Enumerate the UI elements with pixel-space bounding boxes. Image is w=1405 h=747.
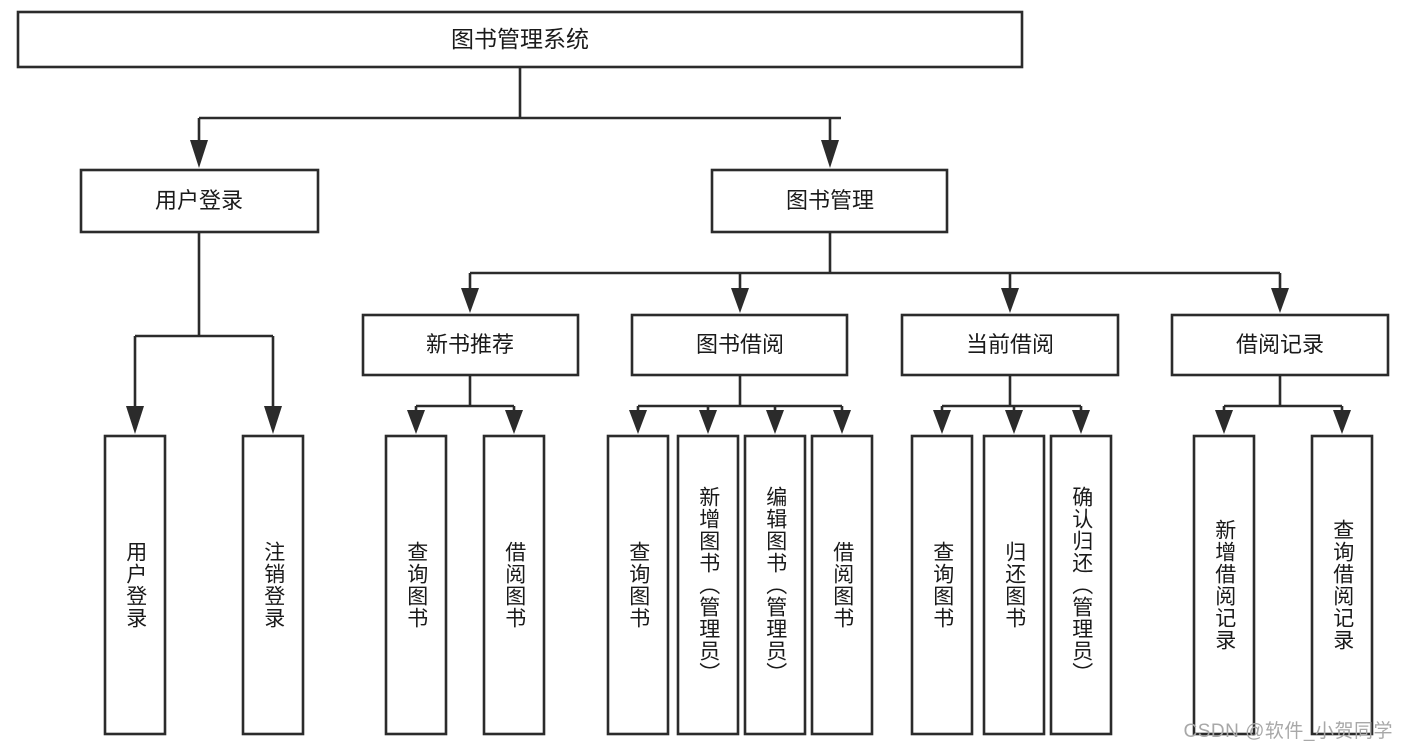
arrowhead-leaf-borrow-book-1 bbox=[505, 410, 523, 434]
node-book-manage-box[interactable] bbox=[710, 168, 949, 234]
connector-group-borrow-record bbox=[1215, 375, 1351, 434]
arrowhead-leaf-confirm-return bbox=[1072, 410, 1090, 434]
node-current-borrow-label: 当前借阅 bbox=[966, 332, 1054, 357]
node-user-login-box[interactable] bbox=[79, 168, 320, 234]
node-root-label: 图书管理系统 bbox=[451, 26, 589, 52]
node-root-box[interactable] bbox=[16, 10, 1024, 69]
connector-group-user-login bbox=[126, 232, 282, 434]
node-leaf-borrow-book-2-box[interactable] bbox=[810, 434, 874, 736]
arrowhead-leaf-add-record bbox=[1215, 410, 1233, 434]
connector-group-book-borrow bbox=[629, 375, 851, 434]
node-root[interactable]: 图书管理系统 bbox=[16, 10, 1024, 69]
connector-group-current-borrow bbox=[933, 375, 1090, 434]
arrowhead-new-book-recommend bbox=[461, 288, 479, 313]
node-leaf-add-record-box[interactable] bbox=[1192, 434, 1256, 736]
node-leaf-query-record-box[interactable] bbox=[1310, 434, 1374, 736]
node-new-book-recommend-label: 新书推荐 bbox=[426, 332, 514, 357]
arrowhead-current-borrow bbox=[1001, 288, 1019, 313]
node-leaf-query-book-3-box[interactable] bbox=[910, 434, 974, 736]
node-book-borrow-label: 图书借阅 bbox=[696, 332, 784, 357]
arrowhead-leaf-query-record bbox=[1333, 410, 1351, 434]
node-new-book-recommend[interactable]: 新书推荐 bbox=[361, 313, 580, 377]
connector-group-root bbox=[190, 67, 841, 168]
arrowhead-user-login bbox=[190, 140, 208, 168]
node-leaf-query-book-1-box[interactable] bbox=[384, 434, 448, 736]
arrowhead-borrow-record bbox=[1271, 288, 1289, 313]
arrowhead-leaf-user-login bbox=[126, 406, 144, 434]
node-new-book-recommend-box[interactable] bbox=[361, 313, 580, 377]
node-current-borrow[interactable]: 当前借阅 bbox=[900, 313, 1120, 377]
node-user-login[interactable]: 用户登录 bbox=[79, 168, 320, 234]
arrowhead-leaf-return-book bbox=[1005, 410, 1023, 434]
node-leaf-user-login-box[interactable] bbox=[103, 434, 167, 736]
node-book-borrow-box[interactable] bbox=[630, 313, 849, 377]
node-book-manage[interactable]: 图书管理 bbox=[710, 168, 949, 234]
node-leaf-return-book-box[interactable] bbox=[982, 434, 1046, 736]
arrowhead-leaf-query-book-3 bbox=[933, 410, 951, 434]
connector-group-new-book-recommend bbox=[407, 375, 523, 434]
arrowhead-book-borrow bbox=[731, 288, 749, 313]
node-borrow-record-label: 借阅记录 bbox=[1236, 332, 1324, 357]
arrowhead-book-manage bbox=[821, 140, 839, 168]
node-current-borrow-box[interactable] bbox=[900, 313, 1120, 377]
arrowhead-leaf-query-book-1 bbox=[407, 410, 425, 434]
node-book-borrow[interactable]: 图书借阅 bbox=[630, 313, 849, 377]
node-leaf-query-book-2-box[interactable] bbox=[606, 434, 670, 736]
node-leaf-confirm-return-box[interactable] bbox=[1049, 434, 1113, 736]
node-borrow-record[interactable]: 借阅记录 bbox=[1170, 313, 1390, 377]
node-leaf-add-book-box[interactable] bbox=[676, 434, 740, 736]
arrowhead-leaf-add-book bbox=[699, 410, 717, 434]
node-leaf-edit-book-box[interactable] bbox=[743, 434, 807, 736]
node-borrow-record-box[interactable] bbox=[1170, 313, 1390, 377]
node-user-login-label: 用户登录 bbox=[155, 188, 243, 213]
arrowhead-leaf-borrow-book-2 bbox=[833, 410, 851, 434]
arrowhead-leaf-logout-login bbox=[264, 406, 282, 434]
csdn-watermark: CSDN @软件_小贺同学 bbox=[1183, 721, 1393, 742]
node-leaf-logout-login-box[interactable] bbox=[241, 434, 305, 736]
arrowhead-leaf-query-book-2 bbox=[629, 410, 647, 434]
arrowhead-leaf-edit-book bbox=[766, 410, 784, 434]
connector-group-book-manage bbox=[461, 232, 1289, 313]
node-book-manage-label: 图书管理 bbox=[786, 188, 874, 213]
node-leaf-borrow-book-1-box[interactable] bbox=[482, 434, 546, 736]
